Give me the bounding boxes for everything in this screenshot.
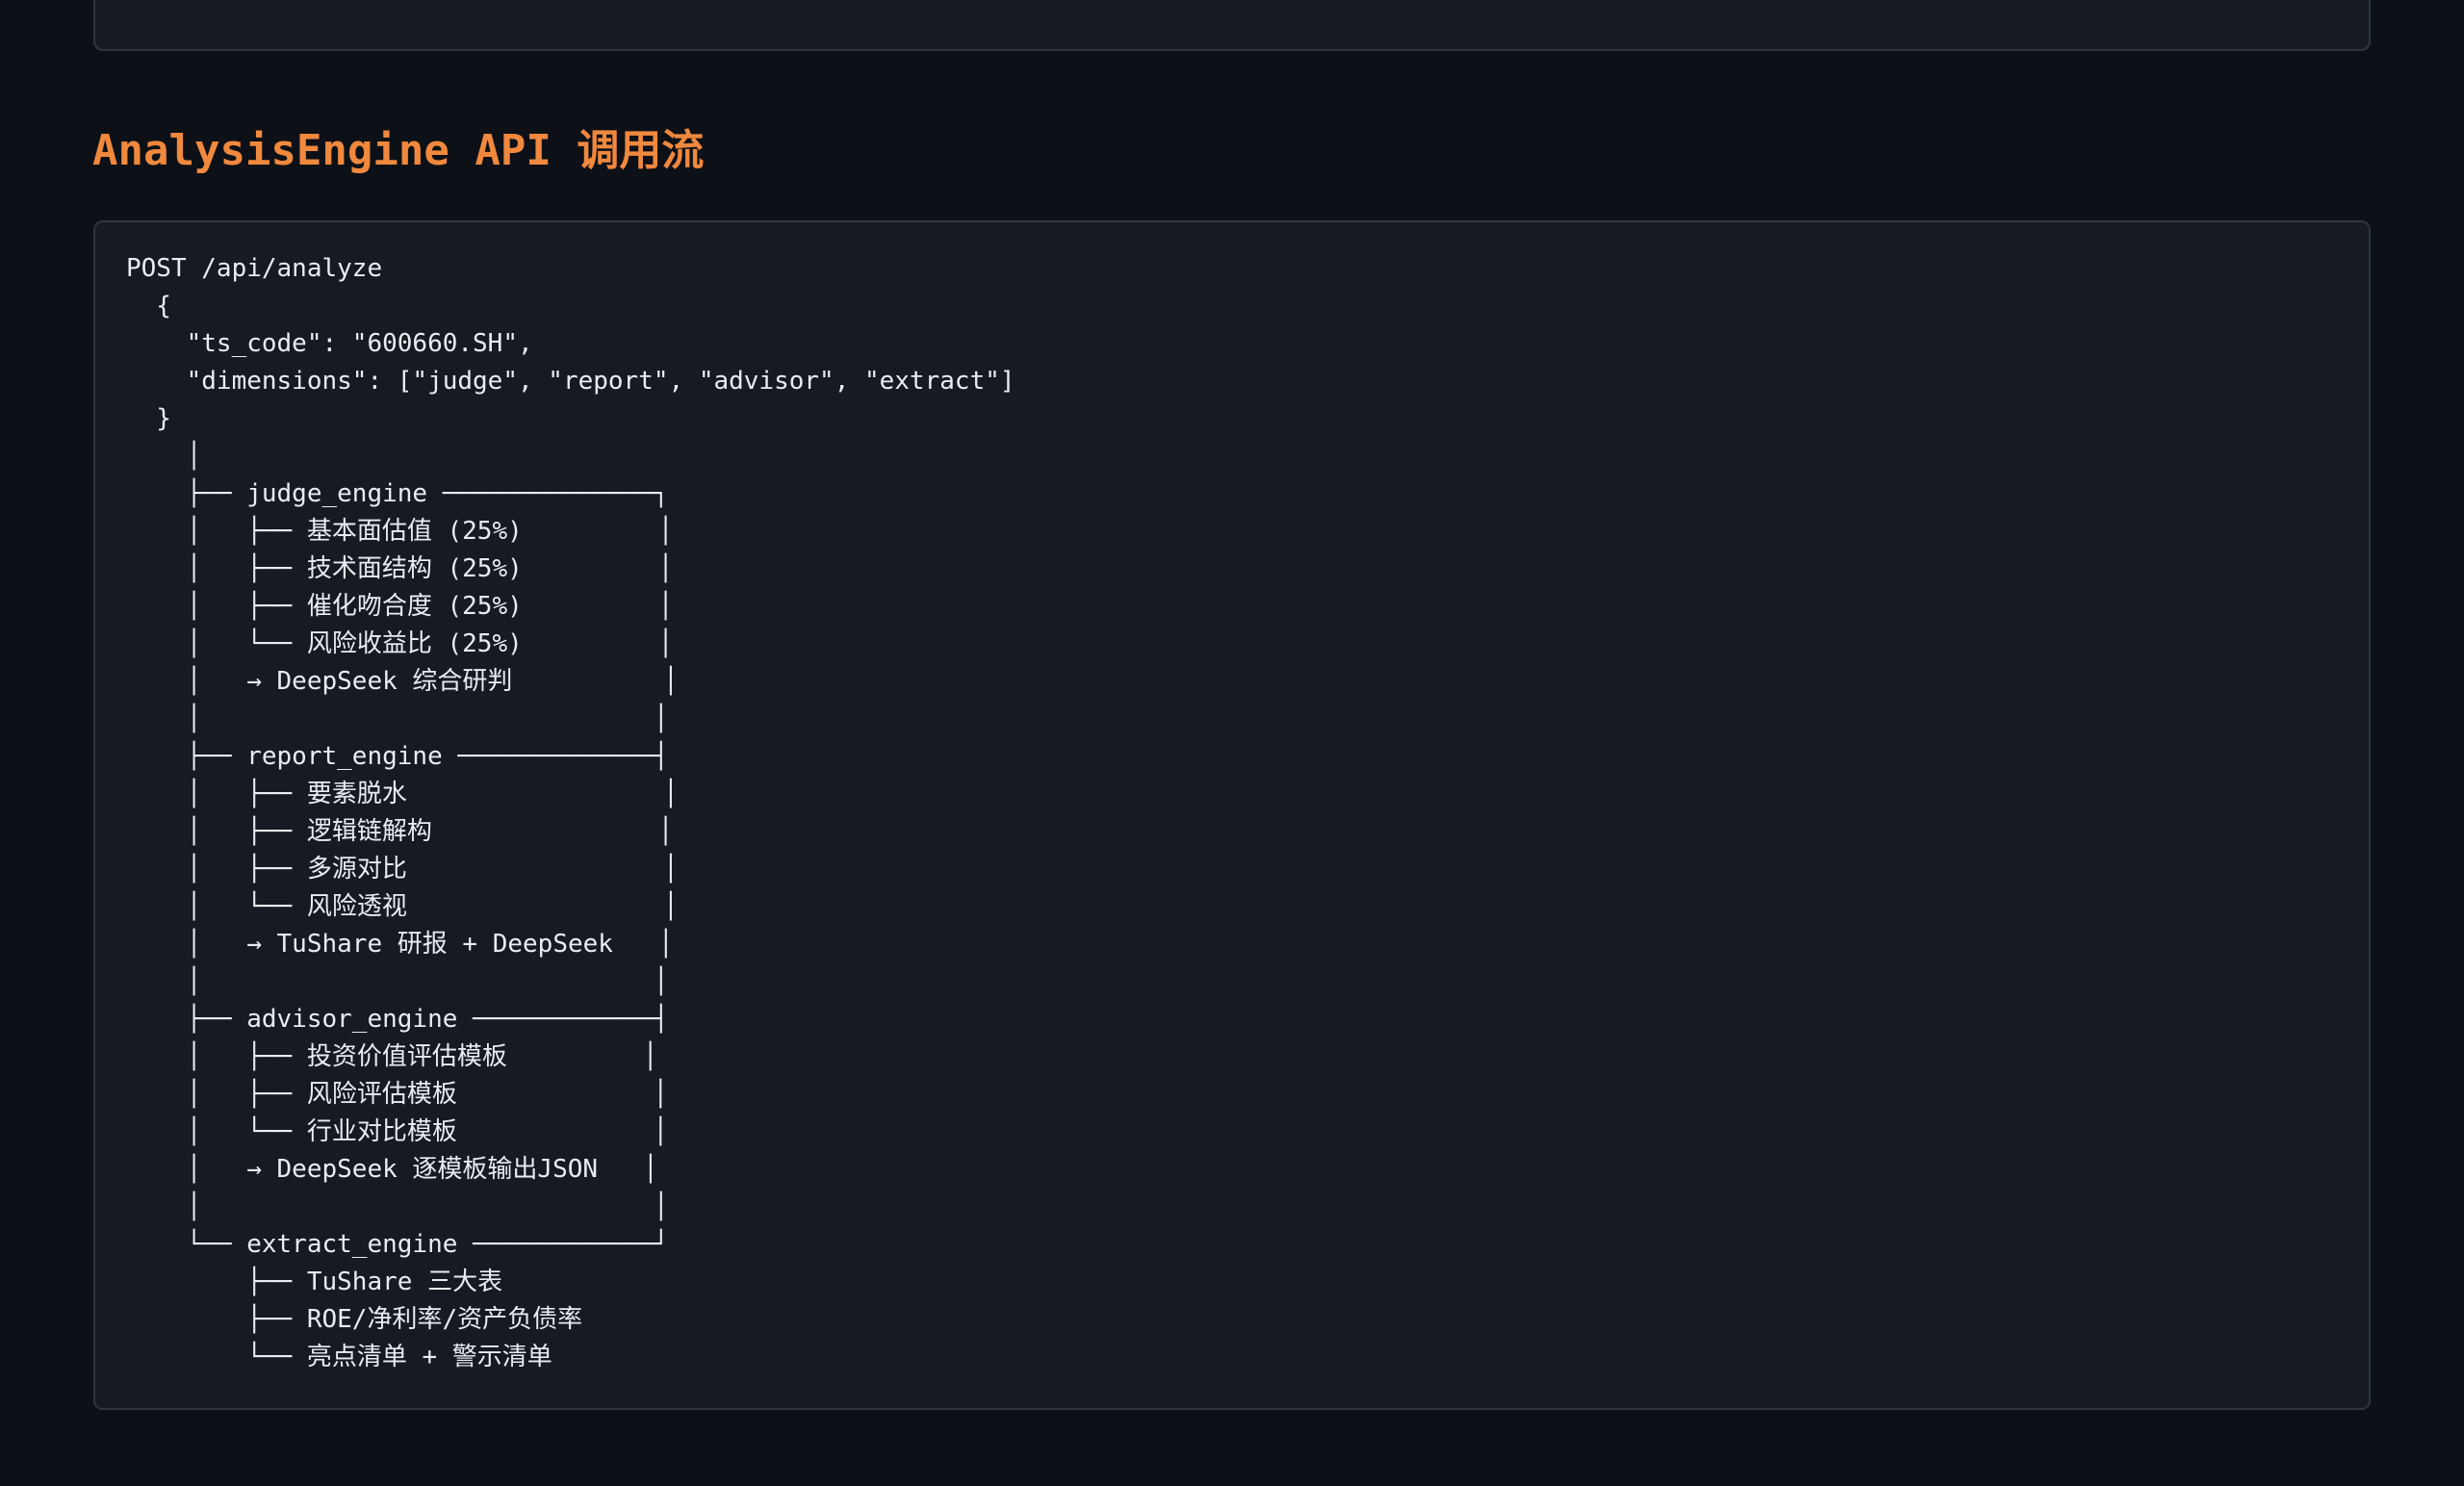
code-line: "dimensions": ["judge", "report", "advis… — [126, 367, 1015, 396]
code-line: │ └── 行业对比模板 │ — [126, 1117, 668, 1146]
code-line: │ ├── 基本面估值 (25%) │ — [126, 517, 674, 546]
section-title: AnalysisEngine API 调用流 — [92, 126, 705, 175]
previous-section-panel — [93, 0, 2371, 51]
code-line: │ └── 风险收益比 (25%) │ — [126, 629, 674, 658]
code-line: "ts_code": "600660.SH", — [126, 329, 533, 358]
code-line: │ → DeepSeek 逐模板输出JSON │ — [126, 1155, 658, 1184]
code-line: POST /api/analyze — [126, 254, 383, 283]
code-line: │ │ — [126, 705, 669, 733]
code-line: ├── ROE/净利率/资产负债率 — [126, 1305, 583, 1334]
code-line: ├── judge_engine ──────────────┐ — [126, 479, 669, 508]
code-line: └── 亮点清单 + 警示清单 — [126, 1343, 552, 1371]
code-block-panel: POST /api/analyze { "ts_code": "600660.S… — [93, 220, 2371, 1410]
code-line: │ │ — [126, 1192, 669, 1221]
code-line: │ → TuShare 研报 + DeepSeek │ — [126, 930, 674, 959]
code-line: ├── TuShare 三大表 — [126, 1268, 503, 1296]
code-line: ├── advisor_engine ────────────┤ — [126, 1005, 669, 1034]
code-line: } — [126, 404, 171, 433]
code-line: │ ├── 逻辑链解构 │ — [126, 817, 674, 846]
code-line: │ │ — [126, 967, 669, 996]
code-line: │ ├── 要素脱水 │ — [126, 780, 679, 808]
code-line: │ ├── 风险评估模板 │ — [126, 1080, 668, 1109]
code-line: │ ├── 多源对比 │ — [126, 855, 679, 884]
code-line: │ ├── 投资价值评估模板 │ — [126, 1042, 658, 1071]
code-line: │ ├── 催化吻合度 (25%) │ — [126, 592, 674, 621]
code-line: │ └── 风险透视 │ — [126, 892, 679, 921]
code-line: │ ├── 技术面结构 (25%) │ — [126, 554, 674, 583]
code-line: { — [126, 292, 171, 320]
code-line: ├── report_engine ─────────────┤ — [126, 742, 669, 771]
code-line: │ — [126, 442, 202, 471]
api-flow-code: POST /api/analyze { "ts_code": "600660.S… — [126, 250, 1015, 1376]
code-line: │ → DeepSeek 综合研判 │ — [126, 667, 679, 696]
code-line: └── extract_engine ────────────┘ — [126, 1230, 669, 1259]
